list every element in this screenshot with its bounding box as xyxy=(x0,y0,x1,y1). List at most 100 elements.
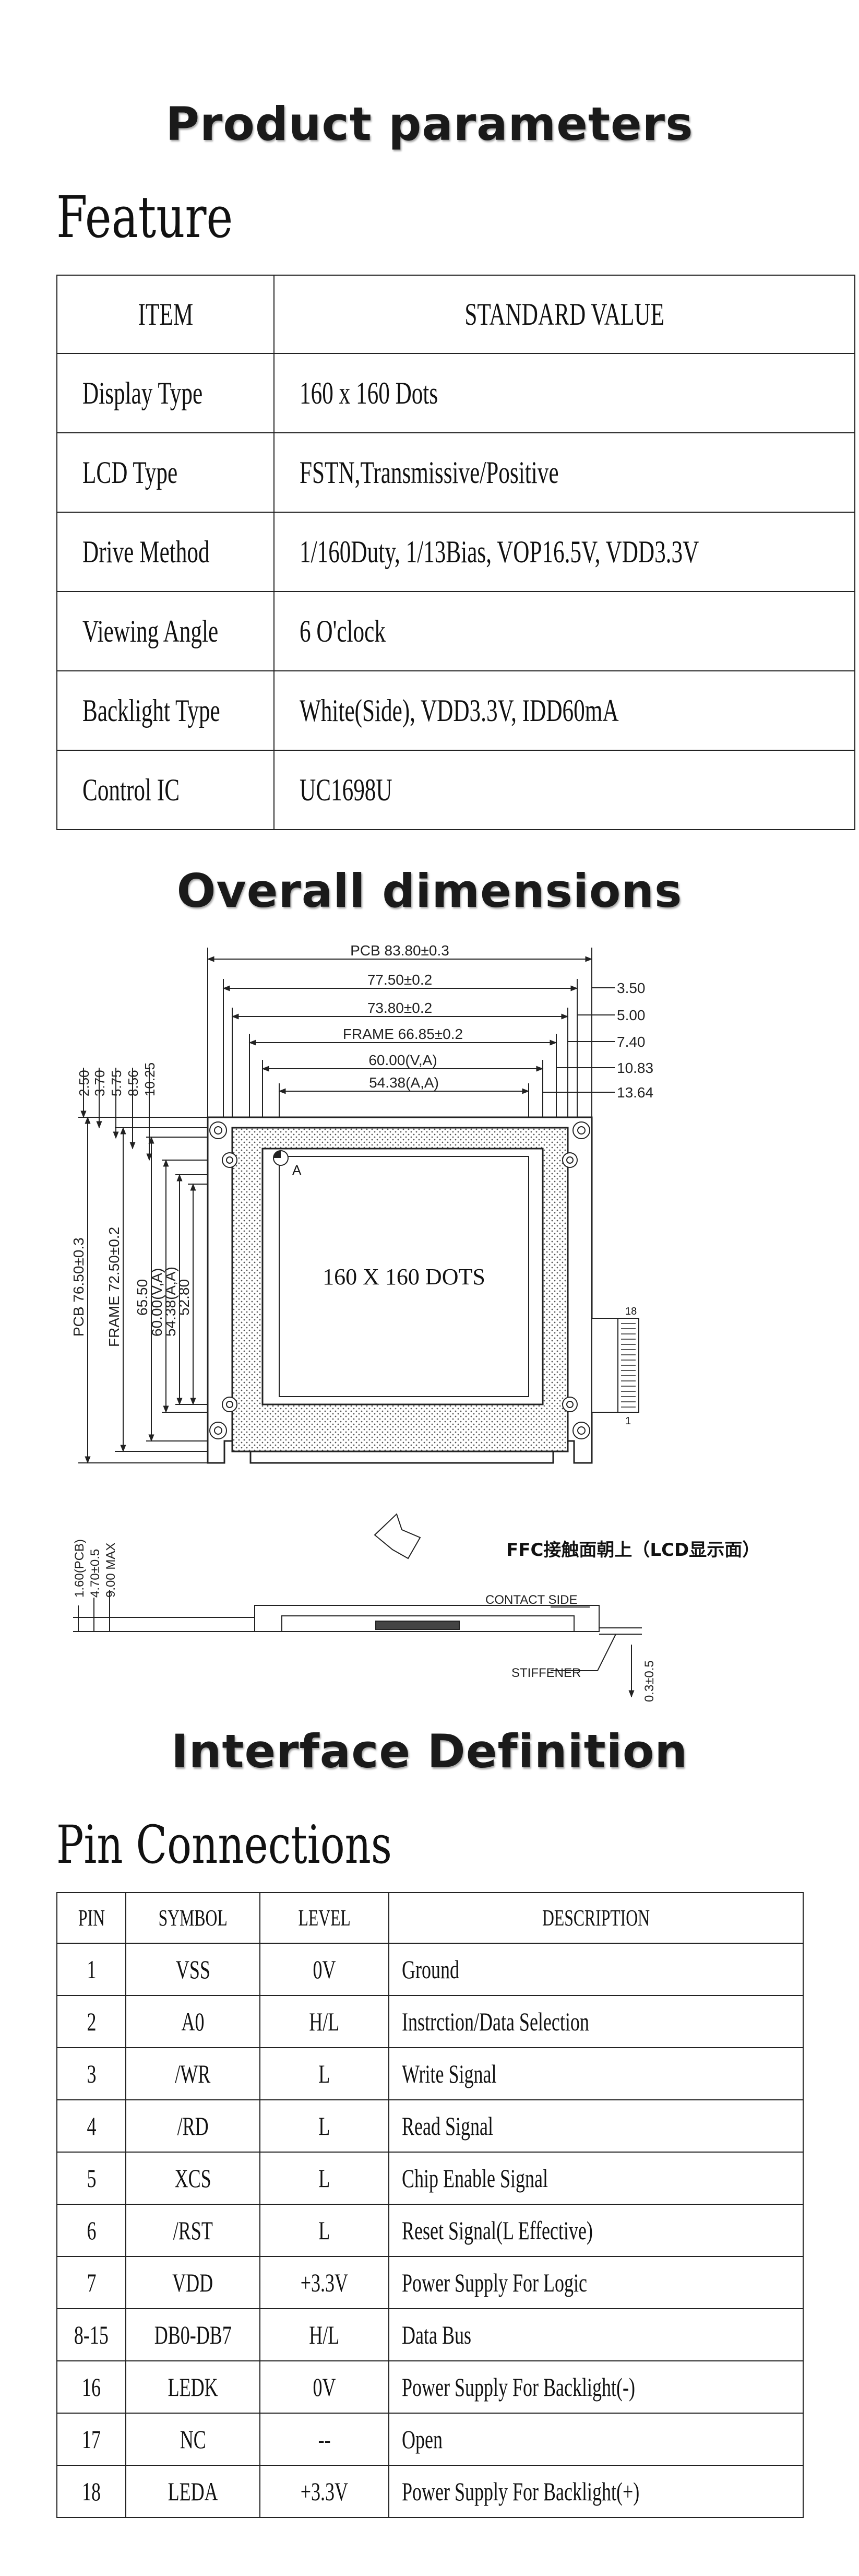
dim-text: 7.40 xyxy=(617,1034,646,1050)
dim-text: FRAME 66.85±0.2 xyxy=(343,1026,463,1042)
ffc-connector xyxy=(591,1318,618,1413)
contact-side-label: CONTACT SIDE xyxy=(485,1593,577,1607)
pin-symbol: LEDK xyxy=(125,2360,260,2414)
feature-row: Backlight Type White(Side), VDD3.3V, IDD… xyxy=(56,670,856,751)
dim-text: 9.00 MAX xyxy=(104,1543,118,1598)
pin-number: 16 xyxy=(56,2360,126,2414)
dim-text: 3.50 xyxy=(617,980,646,996)
pin-symbol: LEDA xyxy=(125,2465,260,2518)
pin-18-label: 18 xyxy=(625,1306,637,1317)
dim-text: 65.50 xyxy=(134,1279,150,1316)
feature-row: Display Type 160 x 160 Dots xyxy=(56,353,856,433)
overall-dimensions-heading: Overall dimensions xyxy=(176,864,683,918)
pin-description: Chip Enable Signal xyxy=(388,2152,804,2205)
pin-level: 0V xyxy=(259,2360,389,2414)
pin-description: Data Bus xyxy=(388,2308,804,2361)
dim-text: 73.80±0.2 xyxy=(367,1000,432,1016)
feature-row: Control IC UC1698U xyxy=(56,750,856,830)
pin-level: L xyxy=(259,2099,389,2153)
pin-level: -- xyxy=(259,2413,389,2466)
feature-item: Display Type xyxy=(56,353,275,433)
pin-level: +3.3V xyxy=(259,2465,389,2518)
dim-text: 52.80 xyxy=(176,1279,192,1316)
feature-item: Control IC xyxy=(56,750,275,830)
pin-number: 1 xyxy=(56,1943,126,1996)
pin-description: Write Signal xyxy=(388,2047,804,2100)
pin-description: Read Signal xyxy=(388,2099,804,2153)
dim-text: 60.00(V,A) xyxy=(149,1268,165,1337)
dimension-drawing: PCB 83.80±0.3 77.50±0.2 73.80±0.2 FRAME … xyxy=(70,942,760,1702)
direction-arrow-icon xyxy=(374,1513,421,1559)
feature-value: FSTN,Transmissive/Positive xyxy=(273,432,856,513)
pin-connections-heading: Pin Connections xyxy=(56,1814,392,1875)
feature-row: Drive Method 1/160Duty, 1/13Bias, VOP16.… xyxy=(56,512,856,592)
dim-text: 0.3±0.5 xyxy=(642,1660,657,1702)
pin-symbol: A0 xyxy=(125,1995,260,2048)
pin-level: H/L xyxy=(259,1995,389,2048)
feature-value: White(Side), VDD3.3V, IDD60mA xyxy=(273,670,856,751)
dim-text: 13.64 xyxy=(617,1084,653,1101)
pin-symbol: VDD xyxy=(125,2256,260,2309)
pin-description: Reset Signal(L Effective) xyxy=(388,2204,804,2257)
feature-item: Backlight Type xyxy=(56,670,275,751)
pin-level: L xyxy=(259,2047,389,2100)
feature-value: 1/160Duty, 1/13Bias, VOP16.5V, VDD3.3V xyxy=(273,512,856,592)
pin-number: 3 xyxy=(56,2047,126,2100)
dim-text: PCB 76.50±0.3 xyxy=(70,1237,87,1337)
feature-table-header: ITEM STANDARD VALUE xyxy=(56,275,856,354)
dim-text: 5.75 xyxy=(109,1070,124,1096)
pin-number: 6 xyxy=(56,2204,126,2257)
ffc-note: FFC接触面朝上（LCD显示面） xyxy=(506,1540,760,1561)
feature-value: 6 O'clock xyxy=(273,591,856,671)
display-label: 160 X 160 DOTS xyxy=(323,1264,485,1290)
dim-text: 4.70±0.5 xyxy=(88,1549,102,1598)
interface-definition-heading: Interface Definition xyxy=(171,1724,688,1778)
pin-number: 18 xyxy=(56,2465,126,2518)
feature-header-value: STANDARD VALUE xyxy=(273,275,856,354)
dim-text: 60.00(V,A) xyxy=(368,1052,437,1068)
description-header: DESCRIPTION xyxy=(388,1892,804,1944)
dim-text: 77.50±0.2 xyxy=(367,972,432,988)
pin-number: 4 xyxy=(56,2099,126,2153)
pin-level: L xyxy=(259,2204,389,2257)
dim-text: 8.56 xyxy=(125,1070,141,1096)
pin-number: 17 xyxy=(56,2413,126,2466)
pin-description: Power Supply For Logic xyxy=(388,2256,804,2309)
pin-symbol: /WR xyxy=(125,2047,260,2100)
feature-item: LCD Type xyxy=(56,432,275,513)
feature-row: Viewing Angle 6 O'clock xyxy=(56,591,856,671)
pin-number: 7 xyxy=(56,2256,126,2309)
pin-1-label: 1 xyxy=(625,1415,631,1427)
dim-text: FRAME 72.50±0.2 xyxy=(106,1227,122,1347)
pin-symbol: /RST xyxy=(125,2204,260,2257)
dim-text: 10.83 xyxy=(617,1060,653,1076)
active-area xyxy=(279,1156,529,1397)
feature-header-item: ITEM xyxy=(56,275,275,354)
pin-level: +3.3V xyxy=(259,2256,389,2309)
feature-item: Drive Method xyxy=(56,512,275,592)
dim-text: 10.25 xyxy=(142,1062,158,1096)
pin-level: L xyxy=(259,2152,389,2205)
pin-level: 0V xyxy=(259,1943,389,1996)
pin-number: 8-15 xyxy=(56,2308,126,2361)
pin-header: PIN xyxy=(56,1892,126,1944)
pin-symbol: VSS xyxy=(125,1943,260,1996)
pin-description: Ground xyxy=(388,1943,804,1996)
feature-row: LCD Type FSTN,Transmissive/Positive xyxy=(56,432,856,513)
dim-text: 54.38(A,A) xyxy=(369,1074,439,1091)
feature-value: 160 x 160 Dots xyxy=(273,353,856,433)
feature-item: Viewing Angle xyxy=(56,591,275,671)
dim-text: 5.00 xyxy=(617,1007,646,1023)
pin-level: H/L xyxy=(259,2308,389,2361)
level-header: LEVEL xyxy=(259,1892,389,1944)
pin-description: Power Supply For Backlight(-) xyxy=(388,2360,804,2414)
marker-a: A xyxy=(292,1162,302,1178)
